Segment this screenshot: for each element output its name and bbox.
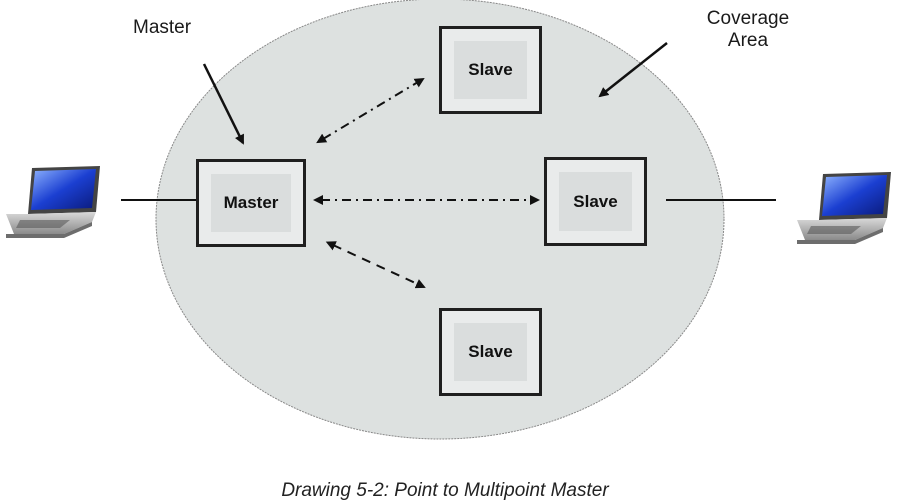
master-callout-arrow — [202, 63, 245, 145]
coverage-label-line2: Area — [727, 30, 769, 51]
link-master-slave-bottom — [325, 241, 426, 289]
laptop-icon — [797, 172, 891, 244]
coverage-label-line1: Coverage — [706, 8, 790, 29]
coverage-callout-arrow — [598, 42, 668, 98]
laptop-icon — [6, 166, 100, 238]
figure-caption: Drawing 5-2: Point to Multipoint Master — [281, 480, 609, 501]
master-callout-label: Master — [133, 17, 192, 38]
slave-node-right: Slave — [544, 157, 647, 246]
coverage-area — [155, 0, 725, 440]
slave-node-bottom-label: Slave — [454, 323, 527, 381]
master-node: Master — [196, 159, 306, 247]
slave-node-top-label: Slave — [454, 41, 527, 99]
slave-node-bottom: Slave — [439, 308, 542, 396]
slave-node-top: Slave — [439, 26, 542, 114]
master-node-label: Master — [211, 174, 291, 232]
coverage-area-label: Coverage Area — [706, 8, 790, 52]
slave-node-right-label: Slave — [559, 172, 632, 231]
